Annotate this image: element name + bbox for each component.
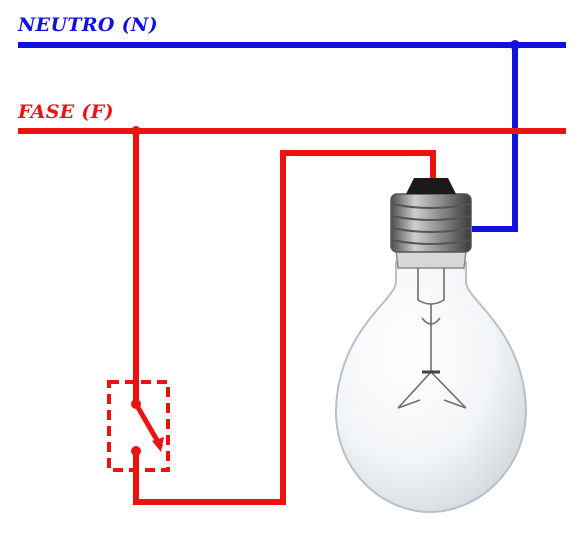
switch-lever-tip: [152, 437, 164, 452]
neutral-junction: [510, 40, 520, 50]
bulb-tip: [406, 178, 456, 194]
bulb-glass: [334, 261, 528, 514]
neutral-drop-wire: [472, 45, 518, 232]
phase-label: FASE (F): [18, 101, 114, 123]
bulb-filament: [397, 268, 467, 409]
light-bulb-icon: [334, 178, 528, 514]
bulb-base-threads: [391, 203, 471, 245]
return-wire: [133, 150, 436, 505]
neutral-label: NEUTRO (N): [18, 14, 158, 36]
